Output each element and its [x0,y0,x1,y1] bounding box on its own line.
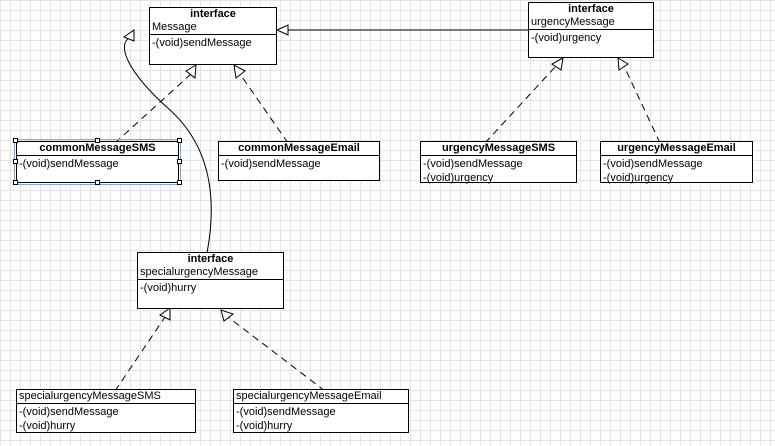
message-stereotype: interface [190,8,236,20]
realization-arrow-urgencyemail [617,57,629,71]
message-class-name: Message [152,21,197,33]
urgency-interface-box[interactable]: interface urgencyMessage -(void)urgency [528,2,654,58]
selection-handle-bottom-right[interactable] [177,180,182,185]
urgencymessagesms-class-name: urgencyMessageSMS [441,142,556,154]
realization-line-commonemail[interactable] [239,73,289,144]
specialurgencyemail-class-name: specialurgencyMessageEmail [236,390,382,402]
generalization-curve-special-to-message[interactable] [124,37,212,254]
selection-handle-top-left[interactable] [13,138,18,143]
realization-arrow-specialsms [159,307,171,321]
realization-arrow-specialemail [220,309,235,322]
specialurgency-class-name: specialurgencyMessage [140,266,259,278]
specialurgency-op-1: -(void)hurry [140,282,197,294]
urgencymessagesms-op-2: -(void)urgency [423,172,494,184]
realization-arrow-commonsms [185,64,197,79]
urgencymessageemail-class-box[interactable]: urgencyMessageEmail -(void)sendMessage -… [600,141,753,184]
specialurgencyemail-class-box[interactable]: specialurgencyMessageEmail -(void)sendMe… [233,389,409,433]
commonmessagesms-class-name: commonMessageSMS [39,142,156,154]
selection-handle-top-right[interactable] [177,138,182,143]
message-interface-box[interactable]: interface Message -(void)sendMessage [149,7,277,65]
commonmessageemail-class-box[interactable]: commonMessageEmail -(void)sendMessage [218,141,380,181]
commonmessagesms-class-box[interactable]: commonMessageSMS -(void)sendMessage [14,139,181,185]
specialurgencysms-op-2: -(void)hurry [19,420,76,432]
commonmessagesms-op-1: -(void)sendMessage [19,158,119,170]
message-op-1: -(void)sendMessage [152,37,252,49]
selection-handle-bottom-left[interactable] [13,180,18,185]
realization-line-specialsms[interactable] [114,316,166,392]
specialurgency-interface-box[interactable]: interface specialurgencyMessage -(void)h… [137,252,284,309]
selection-handle-right[interactable] [177,159,182,164]
urgencymessageemail-class-name: urgencyMessageEmail [617,142,736,154]
generalization-arrow-special [122,29,135,42]
realization-line-urgencyemail[interactable] [623,65,661,144]
commonmessageemail-op-1: -(void)sendMessage [221,158,321,170]
selection-handle-top[interactable] [95,138,100,143]
specialurgencysms-op-1: -(void)sendMessage [19,406,119,418]
specialurgencyemail-op-2: -(void)hurry [236,420,293,432]
specialurgencysms-class-name: specialurgencyMessageSMS [19,390,161,402]
specialurgency-stereotype: interface [187,253,234,265]
realization-arrow-commonemail [233,64,246,79]
urgencymessagesms-class-box[interactable]: urgencyMessageSMS -(void)sendMessage -(v… [420,141,577,184]
urgency-op-1: -(void)urgency [531,32,602,44]
urgencymessageemail-op-1: -(void)sendMessage [603,158,703,170]
specialurgencysms-class-box[interactable]: specialurgencyMessageSMS -(void)sendMess… [16,389,196,433]
urgencymessageemail-op-2: -(void)urgency [603,172,674,184]
realization-line-urgencysms[interactable] [484,65,557,144]
urgency-class-name: urgencyMessage [531,16,615,28]
realization-line-commonsms[interactable] [114,73,192,144]
commonmessageemail-class-name: commonMessageEmail [238,142,360,154]
generalization-arrow-urgency [275,24,289,36]
selection-handle-left[interactable] [13,159,18,164]
urgencymessagesms-op-1: -(void)sendMessage [423,158,523,170]
selection-handle-bottom[interactable] [95,180,100,185]
urgency-stereotype: interface [568,3,614,15]
specialurgencyemail-op-1: -(void)sendMessage [236,406,336,418]
realization-line-specialemail[interactable] [227,316,326,392]
realization-arrow-urgencysms [551,57,564,71]
